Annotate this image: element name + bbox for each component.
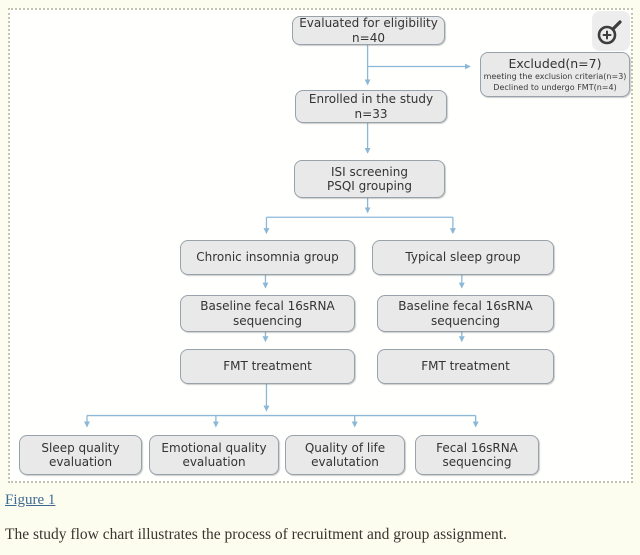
- figure-panel: Evaluated for eligibility n=40 Excluded(…: [8, 8, 633, 483]
- magnifier-plus-icon: [597, 20, 622, 45]
- node-typical-sleep-group: Typical sleep group: [372, 240, 554, 275]
- node-emotional-quality-line2: evaluation: [182, 455, 246, 469]
- node-fmt-right-label: FMT treatment: [421, 359, 510, 374]
- node-fmt-right: FMT treatment: [377, 349, 554, 384]
- flow-connectors: [84, 44, 479, 428]
- node-evaluated-line2: n=40: [352, 30, 385, 45]
- node-emotional-quality: Emotional quality evaluation: [149, 435, 279, 475]
- node-fecal-sequencing: Fecal 16sRNA sequencing: [415, 435, 539, 475]
- node-excluded-title: Excluded(n=7): [508, 56, 602, 71]
- node-fecal-sequencing-line1: Fecal 16sRNA: [436, 440, 518, 455]
- node-baseline-right-line2: sequencing: [431, 313, 500, 328]
- node-fmt-left: FMT treatment: [180, 349, 355, 384]
- node-excluded-sub2: Declined to undergo FMT(n=4): [493, 82, 617, 92]
- node-sleep-quality-line2: evaluation: [48, 455, 113, 469]
- node-quality-of-life-line2: evalutation: [311, 455, 379, 469]
- zoom-figure-button[interactable]: [592, 11, 630, 51]
- node-chronic-insomnia-group: Chronic insomnia group: [180, 240, 355, 275]
- node-fmt-left-label: FMT treatment: [223, 359, 312, 374]
- node-baseline-right-line1: Baseline fecal 16sRNA: [398, 299, 533, 313]
- node-evaluated-line1: Evaluated for eligibility: [299, 16, 438, 30]
- node-emotional-quality-line1: Emotional quality: [161, 440, 267, 455]
- node-quality-of-life: Quality of life evalutation: [285, 435, 405, 475]
- node-screening-line2: PSQI grouping: [326, 179, 413, 193]
- node-excluded: Excluded(n=7) meeting the exclusion crit…: [480, 52, 630, 97]
- node-baseline-left: Baseline fecal 16sRNA sequencing: [180, 295, 355, 332]
- node-enrolled: Enrolled in the study n=33: [295, 90, 447, 123]
- node-baseline-right: Baseline fecal 16sRNA sequencing: [377, 295, 554, 332]
- node-evaluated: Evaluated for eligibility n=40: [292, 16, 445, 45]
- node-baseline-left-line1: Baseline fecal 16sRNA: [200, 299, 335, 313]
- node-screening-line1: ISI screening: [331, 164, 408, 179]
- node-fecal-sequencing-line2: sequencing: [442, 455, 512, 469]
- node-screening: ISI screening PSQI grouping: [294, 160, 445, 198]
- node-sleep-quality: Sleep quality evaluation: [19, 435, 142, 475]
- node-enrolled-line1: Enrolled in the study: [308, 92, 434, 106]
- node-sleep-quality-line1: Sleep quality: [41, 440, 120, 455]
- node-excluded-sub1: meeting the exclusion criteria(n=3): [483, 72, 627, 81]
- node-typical-label: Typical sleep group: [405, 250, 521, 265]
- node-enrolled-line2: n=33: [354, 106, 388, 121]
- figure-1-link[interactable]: Figure 1: [5, 492, 56, 508]
- node-quality-of-life-line1: Quality of life: [304, 440, 386, 455]
- node-baseline-left-line2: sequencing: [233, 313, 302, 328]
- node-chronic-label: Chronic insomnia group: [196, 250, 339, 265]
- figure-caption: The study flow chart illustrates the pro…: [5, 526, 507, 543]
